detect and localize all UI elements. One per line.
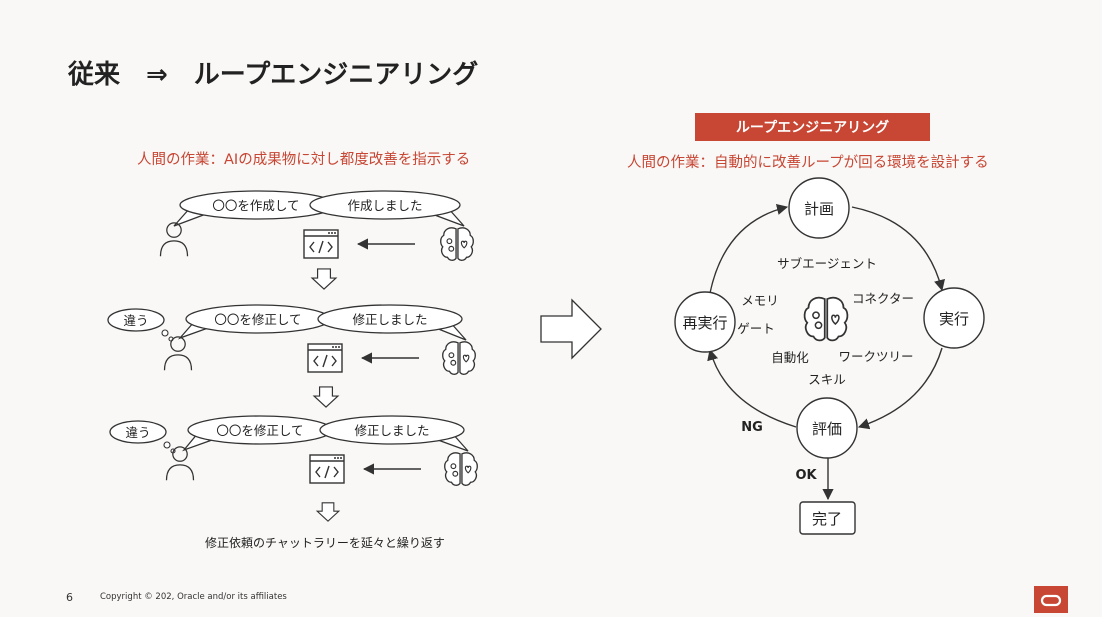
reply-text: 作成しました [347,198,422,213]
oracle-logo [1034,586,1068,613]
down-arrow-icon [316,502,340,522]
reply-bubble [317,304,463,334]
transition-arrow [540,298,602,360]
label-worktree: ワークツリー [838,349,913,364]
left-footer-text: 修正依頼のチャットラリーを延々と繰り返す [205,535,445,550]
label-memory: メモリ [741,293,779,308]
round-2: 違う 〇〇を修正して 修正しました [107,304,476,375]
brain-icon [803,296,849,342]
right-subtitle: 人間の作業：自動的に改善ループが回る環境を設計する [627,155,989,171]
arc-execute-to-evaluate [857,347,943,430]
request-text: 〇〇を作成して [212,198,299,213]
node-evaluate-label: 評価 [812,420,842,438]
slide-title: 従来 ⇒ ループエンジニアリング [68,60,479,90]
node-rerun-label: 再実行 [682,314,727,332]
node-execute [923,287,985,349]
thought-text: 違う [123,313,148,328]
thought-bubble [107,308,165,332]
node-rerun [674,291,736,353]
label-subagent: サブエージェント [777,256,877,271]
label-ok: OK [795,468,817,483]
code-window-icon [307,343,343,373]
code-window-icon [309,454,345,484]
request-text: 〇〇を修正して [214,312,301,327]
node-complete-label: 完了 [812,510,842,528]
reply-text: 修正しました [352,312,427,327]
arc-rerun-to-plan [709,203,789,294]
round-1: 〇〇を作成して 作成しました [159,190,474,261]
person-icon [159,222,189,257]
label-automation: 自動化 [771,350,809,365]
down-arrow-icon [311,268,337,290]
label-ng: NG [741,420,763,435]
round-3: 違う 〇〇を修正して 修正しました [109,415,478,486]
thought-text: 違う [125,425,150,440]
reply-bubble [309,190,461,220]
person-icon [165,446,195,481]
loop-diagram: 計画 実行 評価 再実行 完了 サブエージェント メモリ コネクター ゲート 自… [674,177,985,535]
reply-bubble [319,415,465,445]
request-text: 〇〇を修正して [216,423,303,438]
node-execute-label: 実行 [939,310,969,328]
person-icon [163,336,193,371]
page-number: 6 [66,591,73,604]
label-gate: ゲート [737,321,775,336]
node-plan-label: 計画 [804,200,834,218]
brain-icon [442,341,476,375]
node-plan [788,177,850,239]
arc-plan-to-execute [851,206,945,292]
left-subtitle: 人間の作業：AIの成果物に対し都度改善を指示する [137,152,471,168]
oracle-logo-icon [1040,594,1062,607]
brain-icon [444,452,478,486]
down-arrow-icon [313,386,339,408]
label-connector: コネクター [852,291,914,306]
label-skill: スキル [808,372,846,387]
arc-evaluate-to-rerun [707,348,797,428]
node-evaluate [796,397,858,459]
loop-engineering-banner: ループエンジニアリング [695,113,930,141]
reply-text: 修正しました [354,423,429,438]
code-window-icon [303,229,339,259]
node-complete [799,501,856,535]
thought-bubble [109,420,167,444]
copyright: Copyright © 202, Oracle and/or its affil… [100,592,287,602]
brain-icon [440,227,474,261]
